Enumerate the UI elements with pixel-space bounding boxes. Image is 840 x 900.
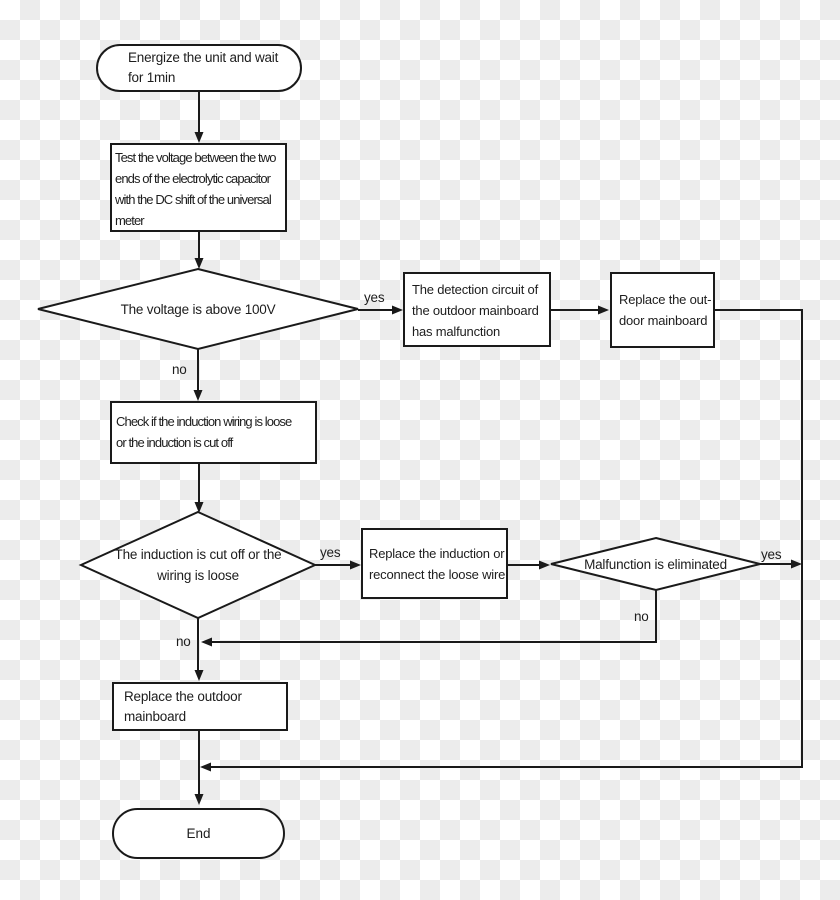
replace-outdoor-bottom-box: Replace the outdoor mainboard bbox=[112, 682, 288, 731]
check-induction-box: Check if the induction wiring is loose o… bbox=[110, 401, 317, 464]
arrowhead-icon bbox=[194, 794, 204, 805]
connector-malfunction-no-return bbox=[211, 590, 657, 643]
edge-label-yes-malfunction: yes bbox=[761, 547, 782, 562]
start-node-label: Energize the unit and wait for 1min bbox=[128, 50, 279, 85]
edge-label-no-malfunction: no bbox=[634, 609, 649, 624]
arrowhead-icon bbox=[539, 560, 550, 570]
connector-right-edge-return bbox=[210, 309, 803, 768]
malfunction-decision-diamond-shape bbox=[550, 536, 761, 592]
replace-outdoor-top-box: Replace the out- door mainboard bbox=[610, 272, 715, 348]
voltage-decision-label: The voltage is above 100V bbox=[120, 301, 276, 317]
edge-label-yes-induction: yes bbox=[320, 545, 341, 560]
replace-induction-box: Replace the induction or reconnect the l… bbox=[361, 528, 508, 599]
voltage-decision-diamond-shape bbox=[37, 267, 359, 351]
arrowhead-icon bbox=[201, 637, 212, 647]
induction-decision-diamond-shape bbox=[78, 510, 318, 620]
arrowhead-icon bbox=[350, 560, 361, 570]
start-node: Energize the unit and wait for 1min bbox=[96, 44, 302, 92]
edge-label-no-junction: no bbox=[176, 634, 191, 649]
malfunction-decision-label: Malfunction is eliminated bbox=[584, 556, 727, 572]
arrowhead-icon bbox=[200, 762, 211, 772]
arrowhead-icon bbox=[392, 305, 403, 315]
arrowhead-icon bbox=[791, 559, 802, 569]
edge-label-no-voltage: no bbox=[172, 362, 187, 377]
arrowhead-icon bbox=[193, 390, 203, 401]
end-node: End bbox=[112, 808, 285, 859]
arrowhead-icon bbox=[194, 502, 204, 513]
end-node-label: End bbox=[186, 826, 211, 841]
arrowhead-icon bbox=[194, 258, 204, 269]
edge-label-yes-voltage: yes bbox=[364, 290, 385, 305]
detection-malfunction-box: The detection circuit of the outdoor mai… bbox=[403, 272, 551, 347]
arrowhead-icon bbox=[194, 670, 204, 681]
test-voltage-box: Test the voltage between the two ends of… bbox=[110, 143, 287, 232]
induction-decision-label: The induction is cut off or the wiring i… bbox=[114, 547, 282, 583]
arrowhead-icon bbox=[194, 132, 204, 143]
arrowhead-icon bbox=[598, 305, 609, 315]
